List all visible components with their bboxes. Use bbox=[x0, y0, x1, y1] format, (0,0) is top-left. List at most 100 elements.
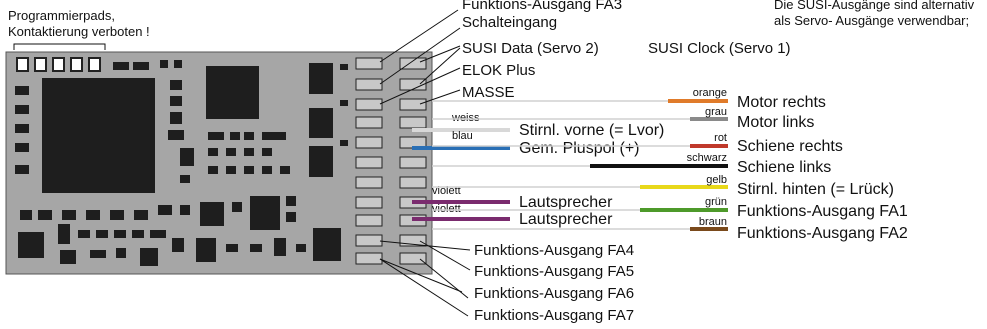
smd-part bbox=[15, 165, 29, 174]
programming-pad bbox=[16, 57, 29, 72]
smd-part bbox=[62, 210, 76, 220]
leader-line bbox=[419, 240, 471, 271]
smd-part bbox=[208, 148, 218, 156]
smd-part bbox=[132, 230, 144, 238]
solder-pad bbox=[355, 78, 383, 91]
smd-part bbox=[172, 238, 184, 252]
wire-label-blau: blau bbox=[452, 130, 473, 142]
programming-pad bbox=[52, 57, 65, 72]
smd-part bbox=[150, 230, 166, 238]
solder-pad bbox=[355, 252, 383, 265]
wire-label-orange: orange bbox=[693, 87, 727, 99]
smd-part bbox=[250, 244, 262, 252]
smd-part bbox=[244, 166, 254, 174]
smd-part bbox=[296, 244, 306, 252]
wire-label-schwarz: schwarz bbox=[687, 152, 727, 164]
smd-part bbox=[244, 148, 254, 156]
smd-part bbox=[280, 166, 290, 174]
programming-pad bbox=[34, 57, 47, 72]
wire-desc-grau: Motor links bbox=[737, 114, 814, 131]
solder-pad bbox=[355, 196, 383, 209]
smd-part bbox=[60, 250, 76, 264]
transistor bbox=[313, 228, 341, 261]
smd-part bbox=[174, 60, 182, 68]
susi-note-line2: als Servo- Ausgänge verwendbar; bbox=[774, 13, 969, 28]
programming-pad bbox=[88, 57, 101, 72]
smd-part bbox=[38, 210, 52, 220]
wire-label-grau: grau bbox=[705, 106, 727, 118]
smd-part bbox=[168, 130, 184, 140]
label-fa7: Funktions-Ausgang FA7 bbox=[474, 307, 634, 324]
wire-label-violett-2: violett bbox=[432, 203, 461, 215]
wire-label-rot: rot bbox=[714, 132, 727, 144]
solder-pad bbox=[399, 252, 427, 265]
wire-label-braun: braun bbox=[699, 216, 727, 228]
smd-part bbox=[90, 250, 106, 258]
smd-part bbox=[226, 166, 236, 174]
solder-pad bbox=[399, 116, 427, 129]
smd-part bbox=[15, 86, 29, 95]
solder-pad bbox=[399, 98, 427, 111]
solder-pad bbox=[355, 176, 383, 189]
smd-part bbox=[113, 62, 129, 70]
smd-part bbox=[18, 232, 44, 258]
solder-pad bbox=[399, 156, 427, 169]
leader-line bbox=[379, 9, 459, 63]
smd-part bbox=[133, 62, 149, 70]
smd-part bbox=[58, 224, 70, 244]
transistor bbox=[309, 146, 333, 177]
smd-part bbox=[208, 132, 224, 140]
smd-part bbox=[226, 244, 238, 252]
label-schalteingang: Schalteingang bbox=[462, 14, 557, 31]
solder-pad bbox=[355, 98, 383, 111]
decoder-board bbox=[5, 51, 433, 275]
solder-pad bbox=[399, 234, 427, 247]
label-masse: MASSE bbox=[462, 84, 515, 101]
pads-note-line1: Programmierpads, bbox=[8, 8, 115, 23]
wire-label-weiss: weiss bbox=[451, 112, 480, 124]
leader-line bbox=[419, 258, 469, 299]
transistor bbox=[309, 63, 333, 94]
wire-desc-orange: Motor rechts bbox=[737, 94, 826, 111]
solder-pad bbox=[399, 78, 427, 91]
leader-line bbox=[419, 89, 461, 105]
smd-part bbox=[232, 202, 242, 212]
smd-part bbox=[110, 210, 124, 220]
solder-pad bbox=[355, 156, 383, 169]
leader-line bbox=[379, 258, 463, 293]
smd-part bbox=[230, 132, 240, 140]
smd-part bbox=[208, 166, 218, 174]
wire-desc-schwarz: Schiene links bbox=[737, 159, 831, 176]
smd-part bbox=[116, 248, 126, 258]
smd-part bbox=[226, 148, 236, 156]
pads-note-bracket bbox=[13, 43, 106, 50]
label-fa6: Funktions-Ausgang FA6 bbox=[474, 285, 634, 302]
wire-desc-blau: Gem. Pluspol (+) bbox=[519, 140, 639, 157]
leader-line bbox=[419, 45, 461, 63]
smd-part bbox=[262, 148, 272, 156]
leader-line bbox=[379, 27, 461, 85]
smd-part bbox=[180, 205, 190, 215]
wire-desc-violett-1: Lautsprecher bbox=[519, 194, 613, 211]
smd-part bbox=[180, 175, 190, 183]
smd-part bbox=[286, 212, 296, 222]
leader-line bbox=[419, 47, 461, 85]
smd-part bbox=[15, 143, 29, 152]
wire-desc-weiss: Stirnl. vorne (= Lvor) bbox=[519, 122, 664, 139]
smd-part bbox=[140, 248, 158, 266]
smd-part bbox=[86, 210, 100, 220]
smd-part bbox=[134, 210, 148, 220]
solder-pad bbox=[399, 176, 427, 189]
secondary-chip bbox=[206, 66, 259, 119]
smd-part bbox=[340, 64, 348, 70]
smd-part bbox=[20, 210, 32, 220]
smd-part bbox=[262, 166, 272, 174]
smd-part bbox=[114, 230, 126, 238]
wire-label-violett-1: violett bbox=[432, 185, 461, 197]
smd-part bbox=[96, 230, 108, 238]
wire-desc-gruen: Funktions-Ausgang FA1 bbox=[737, 203, 908, 220]
wire-desc-braun: Funktions-Ausgang FA2 bbox=[737, 225, 908, 242]
leader-line bbox=[379, 67, 461, 105]
label-susi-data: SUSI Data (Servo 2) bbox=[462, 40, 599, 57]
